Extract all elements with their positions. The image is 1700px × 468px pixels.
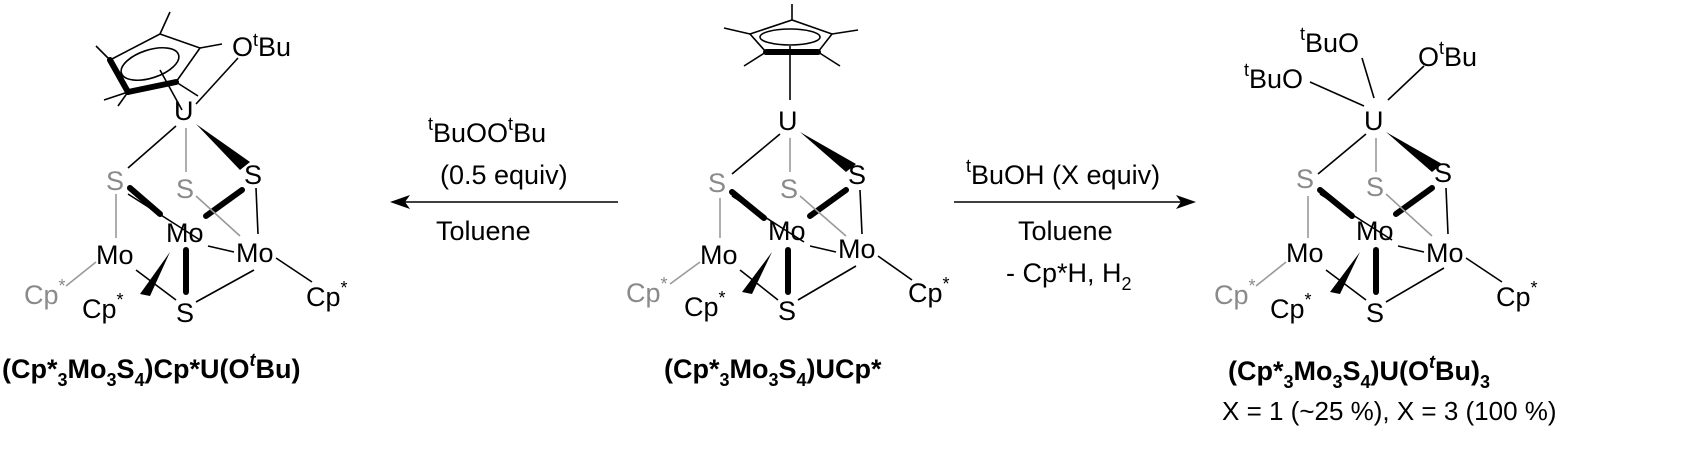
svg-text:Cp*: Cp* (684, 288, 726, 322)
svg-text:Cp*: Cp* (626, 274, 668, 308)
center-reactant-structure: U S S S Mo Mo Mo S Cp* Cp* Cp* (626, 4, 950, 326)
right-cp-gray: Cp (1214, 280, 1249, 310)
left-reagent-amount: (0.5 equiv) (440, 160, 568, 190)
left-mo-atom-right: Mo (236, 238, 274, 268)
left-s-atom-back: S (106, 166, 124, 196)
right-solvent: Toluene (1018, 216, 1113, 246)
left-cp-gray: Cp (24, 280, 59, 310)
right-cp-front: Cp (1270, 294, 1305, 324)
right-mo-atom-center: Mo (1356, 216, 1394, 246)
left-u-atom: U (174, 96, 194, 126)
right-s-atom-center: S (1366, 172, 1384, 202)
right-byproduct: - Cp*H, H2 (1006, 258, 1132, 294)
left-o-atom: O (232, 32, 253, 62)
left-cp-star-ring (95, 11, 223, 107)
right-product-structure: tBuO tBuO OtBu U S S S Mo Mo Mo S Cp* Cp… (1214, 24, 1538, 328)
left-solvent: Toluene (436, 216, 531, 246)
svg-text:Cp*: Cp* (306, 278, 348, 312)
right-reaction-arrow (954, 195, 1196, 209)
svg-text:tBuO: tBuO (1244, 60, 1303, 94)
center-cp-right: Cp (908, 278, 943, 308)
center-mo-atom-left: Mo (700, 240, 738, 270)
right-o-atom-left: O (1282, 64, 1303, 94)
right-yield-note: X = 1 (~25 %), X = 3 (100 %) (1222, 396, 1557, 426)
right-s-atom-bottom: S (1366, 298, 1384, 328)
svg-text:Cp*: Cp* (82, 290, 124, 324)
center-s-atom-center: S (780, 174, 798, 204)
right-compound-label: (Cp*3Mo3S4)U(OtBu)3 (1228, 352, 1490, 392)
left-s-atom-center: S (176, 174, 194, 204)
left-reaction-arrow (390, 195, 618, 209)
center-s-atom-right: S (848, 160, 866, 190)
svg-text:OtBu: OtBu (1418, 38, 1477, 72)
svg-text:Cp*: Cp* (1214, 276, 1256, 310)
center-cp-gray: Cp (626, 278, 661, 308)
left-reagent: tBuOOtBu (428, 114, 546, 148)
svg-text:Cp*: Cp* (908, 274, 950, 308)
right-cp-right: Cp (1496, 282, 1531, 312)
svg-text:Cp*: Cp* (1270, 290, 1312, 324)
left-cp-front: Cp (82, 294, 117, 324)
left-s-atom-right: S (244, 160, 262, 190)
left-bu-text: Bu (258, 32, 291, 62)
center-s-atom-back: S (708, 168, 726, 198)
left-tert-prefix: t (253, 30, 258, 50)
right-o-atom-right: O (1418, 42, 1439, 72)
svg-text:OtBu: OtBu (232, 30, 291, 62)
left-compound-label: (Cp*3Mo3S4)Cp*U(OtBu) (2, 350, 301, 390)
center-mo-atom-right: Mo (838, 234, 876, 264)
right-o-atom-top: O (1338, 28, 1359, 58)
left-cp-right: Cp (306, 282, 341, 312)
svg-text:Cp*: Cp* (24, 276, 66, 310)
right-s-atom-right: S (1434, 158, 1452, 188)
center-compound-label: (Cp*3Mo3S4)UCp* (664, 354, 882, 390)
center-cp-front: Cp (684, 292, 719, 322)
center-s-atom-bottom: S (778, 296, 796, 326)
left-mo-atom-center: Mo (166, 218, 204, 248)
right-s-atom-back: S (1296, 164, 1314, 194)
left-product-structure: OtBu U S S S Mo Mo Mo S Cp* Cp* Cp* (24, 11, 348, 328)
left-mo-atom-left: Mo (96, 240, 134, 270)
left-s-atom-bottom: S (176, 298, 194, 328)
center-mo-atom-center: Mo (768, 216, 806, 246)
center-u-atom: U (778, 106, 798, 136)
right-reagent: tBuOH (X equiv) (966, 156, 1160, 190)
right-mo-atom-right: Mo (1426, 238, 1464, 268)
right-mo-atom-left: Mo (1286, 238, 1324, 268)
svg-text:Cp*: Cp* (1496, 278, 1538, 312)
right-u-atom: U (1364, 106, 1384, 136)
center-cp-star-ring (723, 4, 859, 67)
svg-text:tBuO: tBuO (1300, 24, 1359, 58)
